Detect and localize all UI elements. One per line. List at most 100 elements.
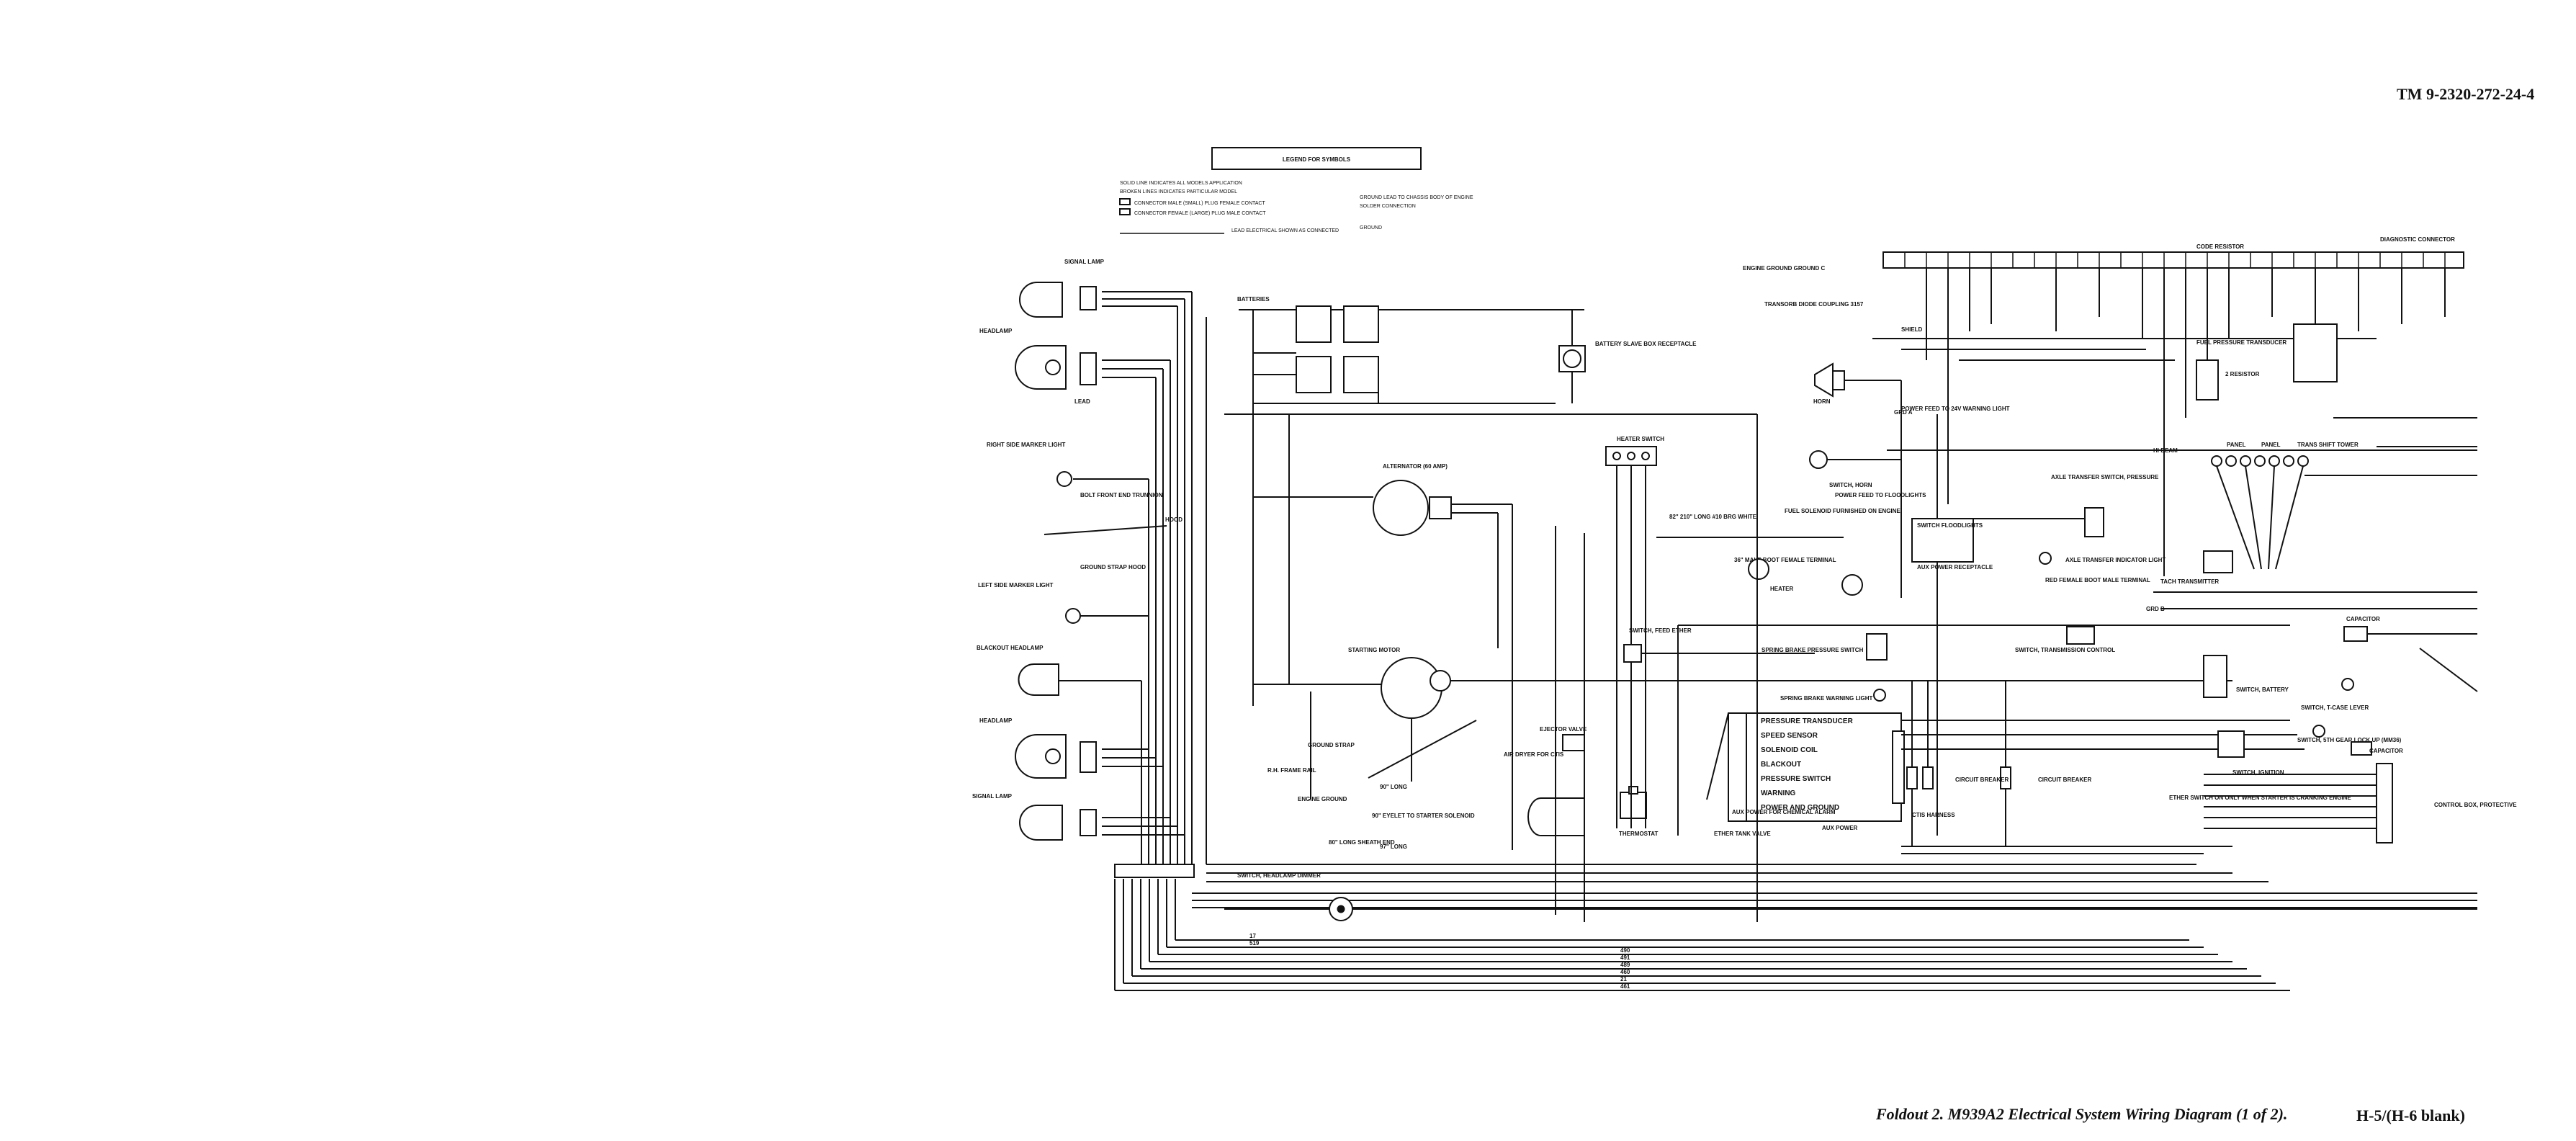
horn: HORN	[1813, 362, 1901, 405]
ejector-valve: EJECTOR VALVE	[1540, 726, 1587, 751]
floodlight-switch: SWITCH FLOODLIGHTS AUX POWER RECEPTACLE …	[1901, 406, 2010, 570]
batteries: BATTERIES	[1224, 296, 1757, 706]
svg-text:GRD A: GRD A	[1894, 409, 1913, 416]
headlamp-top: HEADLAMP LEAD	[979, 328, 1097, 405]
svg-text:GROUND STRAP HOOD: GROUND STRAP HOOD	[1080, 564, 1146, 570]
svg-text:CIRCUIT BREAKER: CIRCUIT BREAKER	[2038, 777, 2091, 783]
svg-text:SPRING BRAKE PRESSURE SWITCH: SPRING BRAKE PRESSURE SWITCH	[1762, 647, 1864, 653]
svg-text:AXLE TRANSFER SWITCH, PRESSURE: AXLE TRANSFER SWITCH, PRESSURE	[2051, 474, 2159, 480]
svg-text:AUX POWER RECEPTACLE: AUX POWER RECEPTACLE	[1917, 564, 1993, 570]
svg-text:HEATER: HEATER	[1770, 586, 1794, 592]
switch-tcase: SWITCH, T-CASE LEVER	[2301, 678, 2369, 711]
svg-text:21: 21	[1620, 976, 1627, 983]
svg-text:CONNECTOR FEMALE (LARGE) PLUG: CONNECTOR FEMALE (LARGE) PLUG MALE CONTA…	[1134, 211, 1266, 216]
alternator: ALTERNATOR (60 AMP)	[1253, 463, 1513, 850]
thermostat: THERMOSTAT	[1619, 786, 1658, 837]
switch-battery: SWITCH, BATTERY	[2203, 655, 2289, 698]
left-marker-light: LEFT SIDE MARKER LIGHT	[978, 582, 1081, 624]
svg-text:519: 519	[1249, 940, 1260, 947]
svg-text:BATTERIES: BATTERIES	[1237, 296, 1270, 303]
left-harness-trunk	[1059, 291, 1207, 878]
svg-text:SIGNAL LAMP: SIGNAL LAMP	[972, 793, 1013, 800]
svg-text:TRANS SHIFT TOWER: TRANS SHIFT TOWER	[2297, 442, 2359, 448]
svg-text:SWITCH, HEADLAMP DIMMER: SWITCH, HEADLAMP DIMMER	[1237, 872, 1321, 879]
svg-text:FUEL PRESSURE TRANSDUCER: FUEL PRESSURE TRANSDUCER	[2196, 339, 2286, 346]
svg-text:97" LONG: 97" LONG	[1380, 844, 1407, 850]
svg-text:GRD B: GRD B	[2146, 606, 2165, 612]
circuit-breakers: CIRCUIT BREAKER CIRCUIT BREAKER	[1906, 681, 2091, 846]
svg-text:2 RESISTOR: 2 RESISTOR	[2225, 371, 2260, 377]
svg-text:490: 490	[1620, 947, 1630, 954]
svg-text:SWITCH, BATTERY: SWITCH, BATTERY	[2236, 686, 2289, 693]
svg-text:SOLENOID COIL: SOLENOID COIL	[1761, 746, 1818, 754]
svg-text:ETHER TANK VALVE: ETHER TANK VALVE	[1714, 831, 1771, 837]
svg-text:AIR DRYER FOR CTIS: AIR DRYER FOR CTIS	[1504, 751, 1564, 758]
svg-text:HORN: HORN	[1813, 398, 1831, 405]
svg-text:SWITCH, T-CASE LEVER: SWITCH, T-CASE LEVER	[2301, 704, 2369, 711]
svg-text:TACH TRANSMITTER: TACH TRANSMITTER	[2160, 578, 2219, 585]
svg-text:SPRING BRAKE WARNING LIGHT: SPRING BRAKE WARNING LIGHT	[1780, 695, 1873, 702]
svg-text:STARTING MOTOR: STARTING MOTOR	[1348, 647, 1400, 653]
svg-text:SWITCH, IGNITION: SWITCH, IGNITION	[2232, 769, 2284, 776]
svg-text:ENGINE GROUND: ENGINE GROUND	[1298, 796, 1347, 802]
svg-text:GROUND: GROUND	[1360, 225, 1382, 231]
svg-text:BATTERY SLAVE BOX RECEPTACLE: BATTERY SLAVE BOX RECEPTACLE	[1595, 341, 1697, 347]
headlamp-bottom: HEADLAMP	[979, 717, 1097, 779]
svg-text:CODE RESISTOR: CODE RESISTOR	[2196, 243, 2244, 250]
svg-text:R.H. FRAME RAIL: R.H. FRAME RAIL	[1267, 767, 1316, 774]
svg-text:LEAD ELECTRICAL SHOWN AS CONNE: LEAD ELECTRICAL SHOWN AS CONNECTED	[1231, 228, 1339, 233]
figure-caption: Foldout 2. M939A2 Electrical System Wiri…	[1876, 1105, 2288, 1123]
svg-text:HOOD: HOOD	[1165, 516, 1182, 523]
capacitors: CAPACITOR CAPACITOR	[2343, 616, 2477, 756]
signal-lamp-top: SIGNAL LAMP	[1019, 259, 1105, 318]
svg-text:RIGHT SIDE MARKER LIGHT: RIGHT SIDE MARKER LIGHT	[987, 442, 1065, 448]
svg-text:AXLE TRANSFER INDICATOR LIGHT: AXLE TRANSFER INDICATOR LIGHT	[2065, 557, 2166, 563]
svg-text:AUX POWER FOR CHEMICAL ALARM: AUX POWER FOR CHEMICAL ALARM	[1732, 809, 1836, 815]
svg-text:HEADLAMP: HEADLAMP	[979, 328, 1013, 334]
control-box: CONTROL BOX, PROTECTIVE	[2204, 763, 2517, 844]
svg-text:90" LONG: 90" LONG	[1380, 784, 1407, 790]
fuel-solenoid: 82" 210" LONG #10 BRG WHITE FUEL SOLENOI…	[1656, 508, 1900, 596]
svg-text:489: 489	[1620, 962, 1630, 968]
svg-text:HEATER SWITCH: HEATER SWITCH	[1617, 436, 1664, 442]
svg-text:SWITCH, 5TH GEAR LOCK UP (MM36: SWITCH, 5TH GEAR LOCK UP (MM36)	[2297, 737, 2402, 743]
legend-title: LEGEND FOR SYMBOLS	[1283, 156, 1351, 163]
headlamp-dimmer-switch: SWITCH, HEADLAMP DIMMER	[1224, 872, 2477, 921]
diagnostic-harness: ENGINE GROUND GROUND C TRANSORB DIODE CO…	[1743, 265, 2446, 576]
switch-ignition: SWITCH, IGNITION ETHER SWITCH ON ONLY WH…	[2169, 730, 2351, 801]
svg-text:BLACKOUT HEADLAMP: BLACKOUT HEADLAMP	[977, 645, 1044, 651]
svg-text:SWITCH, HORN: SWITCH, HORN	[1829, 482, 1872, 488]
switch-horn: SWITCH, HORN	[1809, 450, 1901, 488]
axle-transfer: AXLE TRANSFER SWITCH, PRESSURE AXLE TRAN…	[1973, 474, 2166, 583]
switch-transmission: SWITCH, TRANSMISSION CONTROL	[2015, 626, 2115, 653]
battery-slave-receptacle: BATTERY SLAVE BOX RECEPTACLE	[1558, 310, 1697, 403]
svg-text:AUX POWER: AUX POWER	[1822, 825, 1858, 831]
svg-text:BLACKOUT: BLACKOUT	[1761, 761, 1801, 769]
svg-text:SOLID LINE INDICATES ALL MODEL: SOLID LINE INDICATES ALL MODELS APPLICAT…	[1120, 181, 1242, 186]
air-dryer: AIR DRYER FOR CTIS	[1504, 751, 1585, 836]
svg-text:SOLDER CONNECTION: SOLDER CONNECTION	[1360, 204, 1416, 209]
svg-text:82" 210" LONG #10 BRG WHITE: 82" 210" LONG #10 BRG WHITE	[1669, 514, 1757, 520]
svg-text:TRANSORB DIODE COUPLING 3157: TRANSORB DIODE COUPLING 3157	[1764, 301, 1864, 308]
ctis-block: PRESSURE TRANSDUCER SPEED SENSOR SOLENOI…	[1714, 712, 1955, 837]
svg-text:POWER AND GROUND: POWER AND GROUND	[1761, 804, 1839, 812]
svg-text:PRESSURE TRANSDUCER: PRESSURE TRANSDUCER	[1761, 717, 1854, 725]
svg-text:DIAGNOSTIC CONNECTOR: DIAGNOSTIC CONNECTOR	[2380, 236, 2455, 243]
svg-text:PRESSURE SWITCH: PRESSURE SWITCH	[1761, 775, 1831, 783]
hi-beam-gauges: HI BEAM PANEL PANEL TRANS SHIFT TOWER TA…	[1887, 442, 2477, 585]
switch-5th-gear: SWITCH, 5TH GEAR LOCK UP (MM36)	[2297, 725, 2402, 743]
svg-text:461: 461	[1620, 983, 1630, 990]
legend: LEGEND FOR SYMBOLS SOLID LINE INDICATES …	[1119, 147, 1473, 234]
svg-text:80" LONG SHEATH END: 80" LONG SHEATH END	[1329, 839, 1395, 846]
svg-text:PANEL: PANEL	[2227, 442, 2246, 448]
svg-text:SWITCH, TRANSMISSION CONTROL: SWITCH, TRANSMISSION CONTROL	[2015, 647, 2115, 653]
svg-text:CAPACITOR: CAPACITOR	[2346, 616, 2380, 622]
svg-text:FUEL SOLENOID FURNISHED ON ENG: FUEL SOLENOID FURNISHED ON ENGINE	[1785, 508, 1900, 514]
bottom-bus: 17 519 490 491 489 460 21 461	[1114, 864, 2477, 991]
svg-text:POWER FEED TO FLOODLIGHTS: POWER FEED TO FLOODLIGHTS	[1835, 492, 1926, 498]
svg-text:ETHER SWITCH ON ONLY WHEN STAR: ETHER SWITCH ON ONLY WHEN STARTER IS CRA…	[2169, 795, 2351, 801]
svg-text:SWITCH FLOODLIGHTS: SWITCH FLOODLIGHTS	[1917, 522, 1983, 529]
svg-text:WARNING: WARNING	[1761, 789, 1796, 797]
